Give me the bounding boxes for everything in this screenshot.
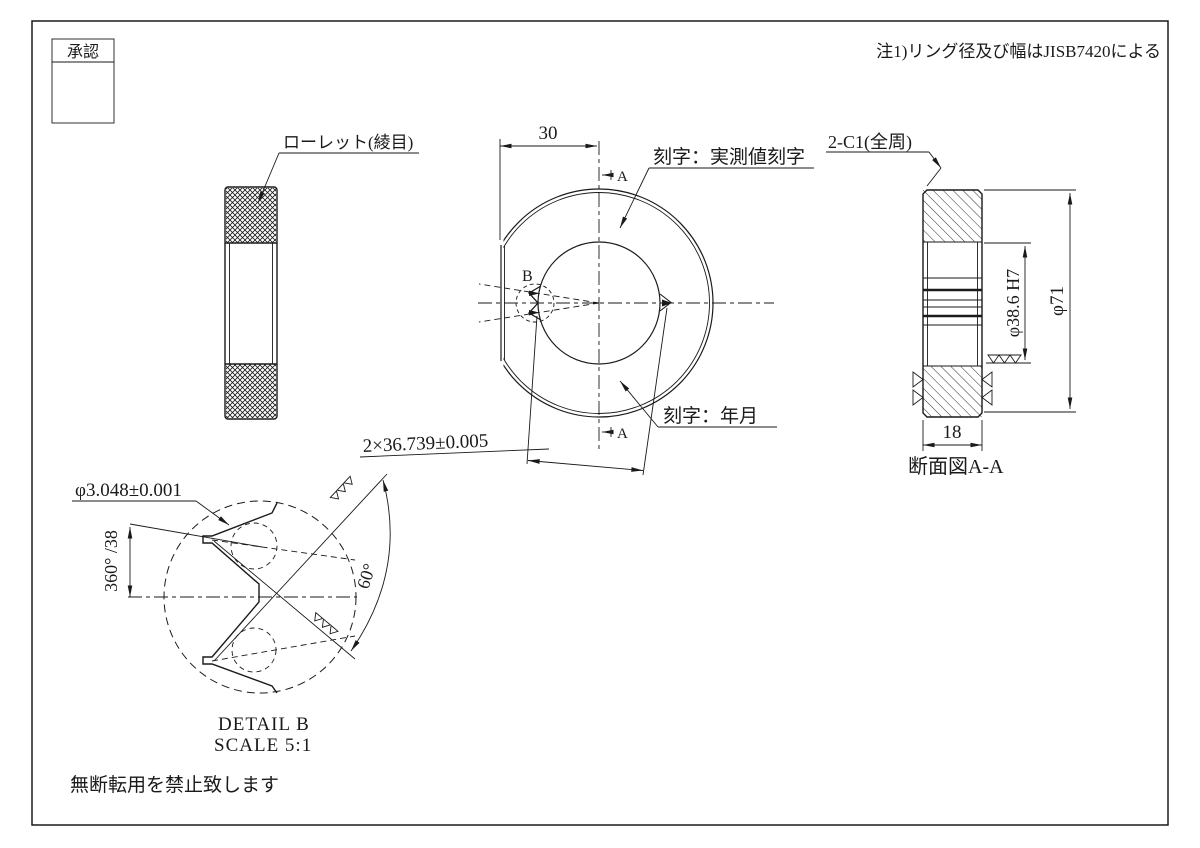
svg-text:A: A — [617, 426, 628, 442]
engraving-label-top: 刻字：実測値刻字 — [619, 146, 814, 229]
detail-caption-title: DETAIL B — [218, 714, 310, 735]
drawing-border — [31, 20, 1169, 826]
knurl-leader — [257, 152, 280, 204]
dim-tip-diameter: φ3.048±0.001 — [72, 480, 230, 526]
knurl-finish-symbols — [912, 371, 993, 406]
bore-grooves — [923, 277, 982, 326]
dim-pitch: 2×36.739±0.005 — [359, 307, 668, 476]
drawing-note: 注1)リング径及び幅はJISB7420による — [876, 42, 1161, 61]
engraving-label-bottom: 刻字：年月 — [619, 380, 777, 428]
svg-text:刻字：実測値刻字: 刻字：実測値刻字 — [653, 146, 805, 168]
detail-caption-scale: SCALE 5:1 — [214, 735, 312, 756]
svg-text:2×36.739±0.005: 2×36.739±0.005 — [362, 431, 488, 457]
approval-box: 承認 — [51, 38, 115, 124]
svg-text:18: 18 — [943, 422, 962, 443]
finish-symbol-lower — [314, 611, 339, 635]
section-view: 2-C1(全周) φ38.6 H7 φ71 18 — [826, 132, 1076, 478]
svg-text:360° /38: 360° /38 — [101, 530, 121, 592]
svg-text:刻字：年月: 刻字：年月 — [663, 405, 758, 427]
finish-symbol-upper — [329, 475, 353, 500]
svg-text:A: A — [617, 169, 628, 185]
section-hatch-bottom — [923, 366, 982, 417]
detail-view: 60° 360° /38 φ3.048±0.001 DETAIL B SCALE… — [72, 473, 391, 756]
dim-outer: φ71 — [984, 189, 1076, 413]
svg-text:φ38.6 H7: φ38.6 H7 — [1003, 269, 1023, 337]
dim-bore: φ38.6 H7 — [984, 242, 1031, 364]
side-view: ローレット(綾目) — [224, 133, 419, 420]
knurl-label: ローレット(綾目) — [283, 133, 413, 152]
section-hatch-top — [923, 190, 982, 242]
svg-text:2-C1(全周): 2-C1(全周) — [828, 132, 912, 153]
detail-b-marker: B — [522, 268, 533, 285]
svg-text:30: 30 — [539, 123, 558, 144]
section-marker-top: A — [602, 169, 628, 185]
copyright-note: 無断転用を禁止致します — [70, 774, 279, 796]
dim-angle-60: 60° — [350, 479, 391, 652]
approval-label: 承認 — [67, 43, 99, 61]
dim-width: 18 — [922, 420, 983, 451]
knurl-hatch-top — [226, 188, 276, 243]
tip-profile — [202, 502, 278, 694]
flat-mask — [483, 185, 504, 421]
front-view: B 30 A A 刻字：実測値刻字 — [359, 123, 814, 476]
svg-text:φ71: φ71 — [1047, 286, 1068, 316]
section-marker-bottom: A — [602, 426, 628, 442]
right-tip — [659, 293, 672, 312]
chamfer-label: 2-C1(全周) — [826, 132, 942, 187]
svg-text:φ3.048±0.001: φ3.048±0.001 — [75, 480, 182, 501]
svg-text:60°: 60° — [353, 561, 380, 591]
knurl-hatch-bottom — [226, 364, 276, 418]
dim-30: 30 — [499, 123, 597, 240]
dim-angle-division: 360° /38 — [101, 523, 263, 597]
section-caption: 断面図A-A — [908, 455, 1004, 478]
